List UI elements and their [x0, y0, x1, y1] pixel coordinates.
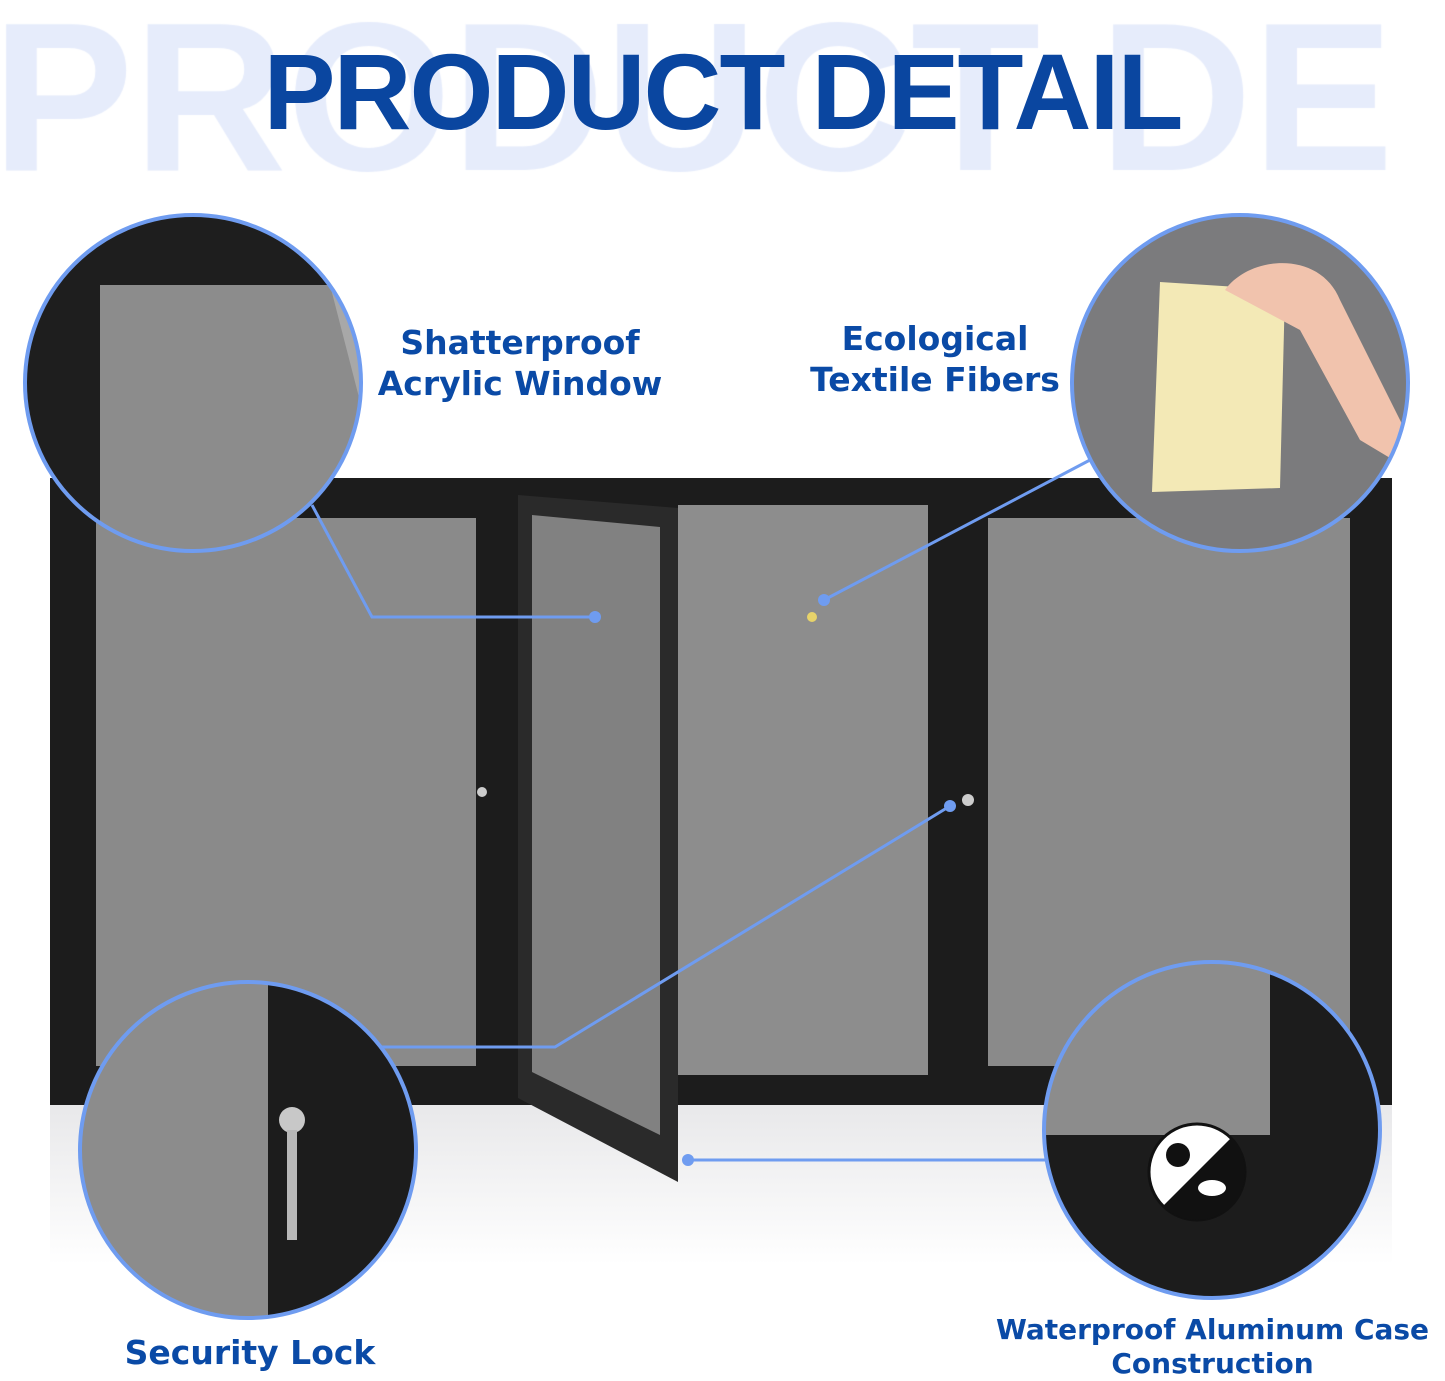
label-line: Ecological — [841, 319, 1029, 358]
label-line: Acrylic Window — [377, 364, 663, 404]
lock-right — [962, 794, 974, 806]
background-watermark — [0, 0, 1445, 200]
label-line: Construction — [1111, 1346, 1314, 1380]
feature-label-fibers: Ecological Textile Fibers — [790, 318, 1080, 401]
center-board — [678, 505, 928, 1075]
feature-label-lock: Security Lock — [100, 1332, 400, 1373]
pushpin-icon — [807, 612, 817, 622]
feature-label-case: Waterproof Aluminum Case Construction — [985, 1313, 1440, 1380]
hand — [1225, 263, 1408, 470]
callout-lines — [310, 458, 1091, 1162]
zoom-security-lock — [80, 982, 416, 1318]
label-line: Shatterproof — [400, 323, 640, 362]
feature-label-window: Shatterproof Acrylic Window — [360, 322, 680, 405]
zoom-textile-fibers — [1072, 215, 1408, 551]
left-board — [96, 518, 476, 1066]
label-line: Textile Fibers — [810, 360, 1060, 400]
page-title: PRODUCT DETAIL — [263, 31, 1184, 152]
rain-cloud-icon — [1198, 1180, 1226, 1196]
key-icon — [279, 1107, 305, 1133]
label-line: Waterproof Aluminum Case — [995, 1313, 1430, 1346]
label-line: Security Lock — [124, 1333, 376, 1372]
lock-left — [477, 787, 487, 797]
sun-icon — [1166, 1143, 1190, 1167]
